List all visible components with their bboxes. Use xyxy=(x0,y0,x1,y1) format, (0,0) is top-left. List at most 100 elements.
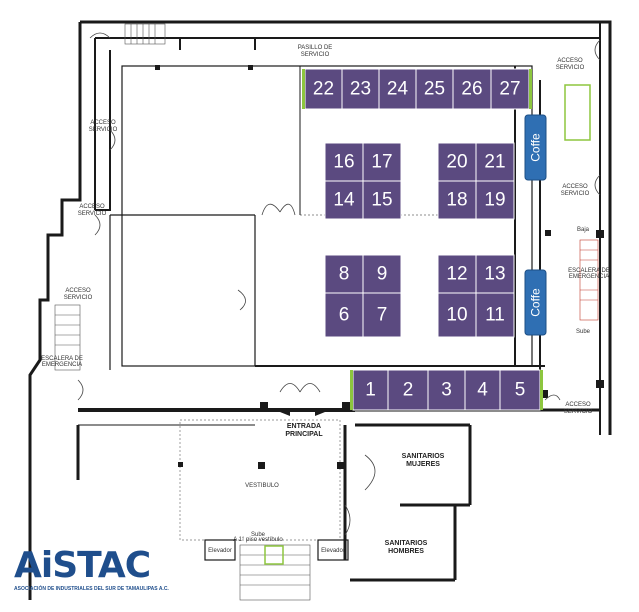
booth-box[interactable] xyxy=(362,142,402,182)
booth-8[interactable]: 8 xyxy=(324,254,364,294)
booth-number: 23 xyxy=(350,79,371,100)
escalera-e-2: EMERGENCIA xyxy=(569,274,609,280)
sanit-mujeres-1: SANITARIOS xyxy=(402,453,445,460)
booth-box[interactable] xyxy=(362,254,402,294)
elevador-left-label: Elevador xyxy=(208,548,232,554)
green-zone xyxy=(564,84,591,141)
booth-25[interactable]: 25 xyxy=(415,68,454,110)
acceso-servicio-w-1: ACCESO xyxy=(79,204,105,210)
coffee-station-1[interactable]: Coffe xyxy=(524,114,547,181)
booth-10[interactable]: 10 xyxy=(437,292,477,338)
booth-14[interactable]: 14 xyxy=(324,180,364,220)
booth-number: 15 xyxy=(371,190,392,211)
booth-19[interactable]: 19 xyxy=(475,180,515,220)
booth-24[interactable]: 24 xyxy=(378,68,417,110)
booth-2[interactable]: 2 xyxy=(387,369,429,411)
accent-bars xyxy=(302,69,543,410)
booth-box[interactable] xyxy=(452,68,492,110)
acceso-servicio-e-1: ACCESO xyxy=(562,184,588,190)
booth-box[interactable] xyxy=(324,142,364,182)
escalera-w-2: EMERGENCIA xyxy=(42,362,82,368)
booth-number: 24 xyxy=(387,79,409,100)
entrada-label-2: PRINCIPAL xyxy=(285,431,323,438)
entrance-arrows xyxy=(280,408,325,416)
escalera-e-1: ESCALERA DE xyxy=(568,268,610,274)
booth-box[interactable] xyxy=(437,142,477,182)
booth-box[interactable] xyxy=(415,68,454,110)
coffee-box[interactable] xyxy=(524,114,547,181)
booth-number: 4 xyxy=(477,380,488,401)
booth-number: 2 xyxy=(403,380,414,401)
booth-4[interactable]: 4 xyxy=(464,369,501,411)
sube-nivel-label: Sube xyxy=(251,532,266,538)
elevator-right xyxy=(317,539,349,561)
booth-box[interactable] xyxy=(475,142,515,182)
booth-9[interactable]: 9 xyxy=(362,254,402,294)
booth-22[interactable]: 22 xyxy=(304,68,343,110)
booth-26[interactable]: 26 xyxy=(452,68,492,110)
booth-number: 25 xyxy=(424,79,445,100)
nivel-label: A 1° piso vestíbulo xyxy=(233,537,283,543)
booth-number: 7 xyxy=(377,305,388,326)
booth-3[interactable]: 3 xyxy=(427,369,466,411)
entrada-label-1: ENTRADA xyxy=(287,423,321,430)
pasillo-label-1: PASILLO DE xyxy=(298,45,333,51)
booth-box[interactable] xyxy=(437,180,477,220)
acceso-servicio-ne-1: ACCESO xyxy=(557,58,583,64)
booth-box[interactable] xyxy=(475,292,515,338)
booth-box[interactable] xyxy=(324,180,364,220)
booth-21[interactable]: 21 xyxy=(475,142,515,182)
booth-box[interactable] xyxy=(341,68,380,110)
booth-box[interactable] xyxy=(352,369,389,411)
aistac-logo: AiSTAC ASOCIACIÓN DE INDUSTRIALES DEL SU… xyxy=(14,546,174,606)
map-labels: PASILLO DE SERVICIO ACCESO SERVICIO ACCE… xyxy=(41,45,610,555)
booth-6[interactable]: 6 xyxy=(324,292,364,338)
booth-20[interactable]: 20 xyxy=(437,142,477,182)
sanit-hombres-1: SANITARIOS xyxy=(385,540,428,547)
acceso-servicio-nw-1: ACCESO xyxy=(90,120,116,126)
booth-number: 18 xyxy=(446,190,467,211)
walls xyxy=(28,20,612,600)
acceso-servicio-e-2: SERVICIO xyxy=(561,191,590,197)
booth-17[interactable]: 17 xyxy=(362,142,402,182)
booth-15[interactable]: 15 xyxy=(362,180,402,220)
booth-box[interactable] xyxy=(304,68,343,110)
elevator-left xyxy=(204,539,236,561)
booth-box[interactable] xyxy=(324,292,364,338)
booth-number: 17 xyxy=(371,152,392,173)
booth-23[interactable]: 23 xyxy=(341,68,380,110)
logo-subtitle: ASOCIACIÓN DE INDUSTRIALES DEL SUR DE TA… xyxy=(14,586,169,592)
acceso-servicio-sw-1: ACCESO xyxy=(65,288,91,294)
booth-box[interactable] xyxy=(324,254,364,294)
sanit-mujeres-2: MUJERES xyxy=(406,461,440,468)
acceso-servicio-se-2: SERVICIO xyxy=(564,409,593,415)
booth-box[interactable] xyxy=(362,292,402,338)
coffee-box[interactable] xyxy=(524,269,547,336)
booth-box[interactable] xyxy=(464,369,501,411)
booth-box[interactable] xyxy=(362,180,402,220)
booth-box[interactable] xyxy=(475,180,515,220)
exit-sign xyxy=(264,545,284,565)
booth-1[interactable]: 1 xyxy=(352,369,389,411)
sube-label: Sube xyxy=(576,329,591,335)
booth-18[interactable]: 18 xyxy=(437,180,477,220)
booth-7[interactable]: 7 xyxy=(362,292,402,338)
booth-number: 19 xyxy=(484,190,505,211)
booth-12[interactable]: 12 xyxy=(437,254,477,294)
booth-27[interactable]: 27 xyxy=(490,68,530,110)
booth-16[interactable]: 16 xyxy=(324,142,364,182)
booth-number: 3 xyxy=(441,380,452,401)
booth-number: 10 xyxy=(446,305,467,326)
baja-label: Baja xyxy=(577,227,590,233)
booth-13[interactable]: 13 xyxy=(475,254,515,294)
booth-box[interactable] xyxy=(490,68,530,110)
booth-11[interactable]: 11 xyxy=(475,292,515,338)
booth-5[interactable]: 5 xyxy=(499,369,541,411)
booth-box[interactable] xyxy=(427,369,466,411)
booth-box[interactable] xyxy=(499,369,541,411)
booth-box[interactable] xyxy=(437,254,477,294)
coffee-station-2[interactable]: Coffe xyxy=(524,269,547,336)
booth-number: 11 xyxy=(485,305,505,326)
